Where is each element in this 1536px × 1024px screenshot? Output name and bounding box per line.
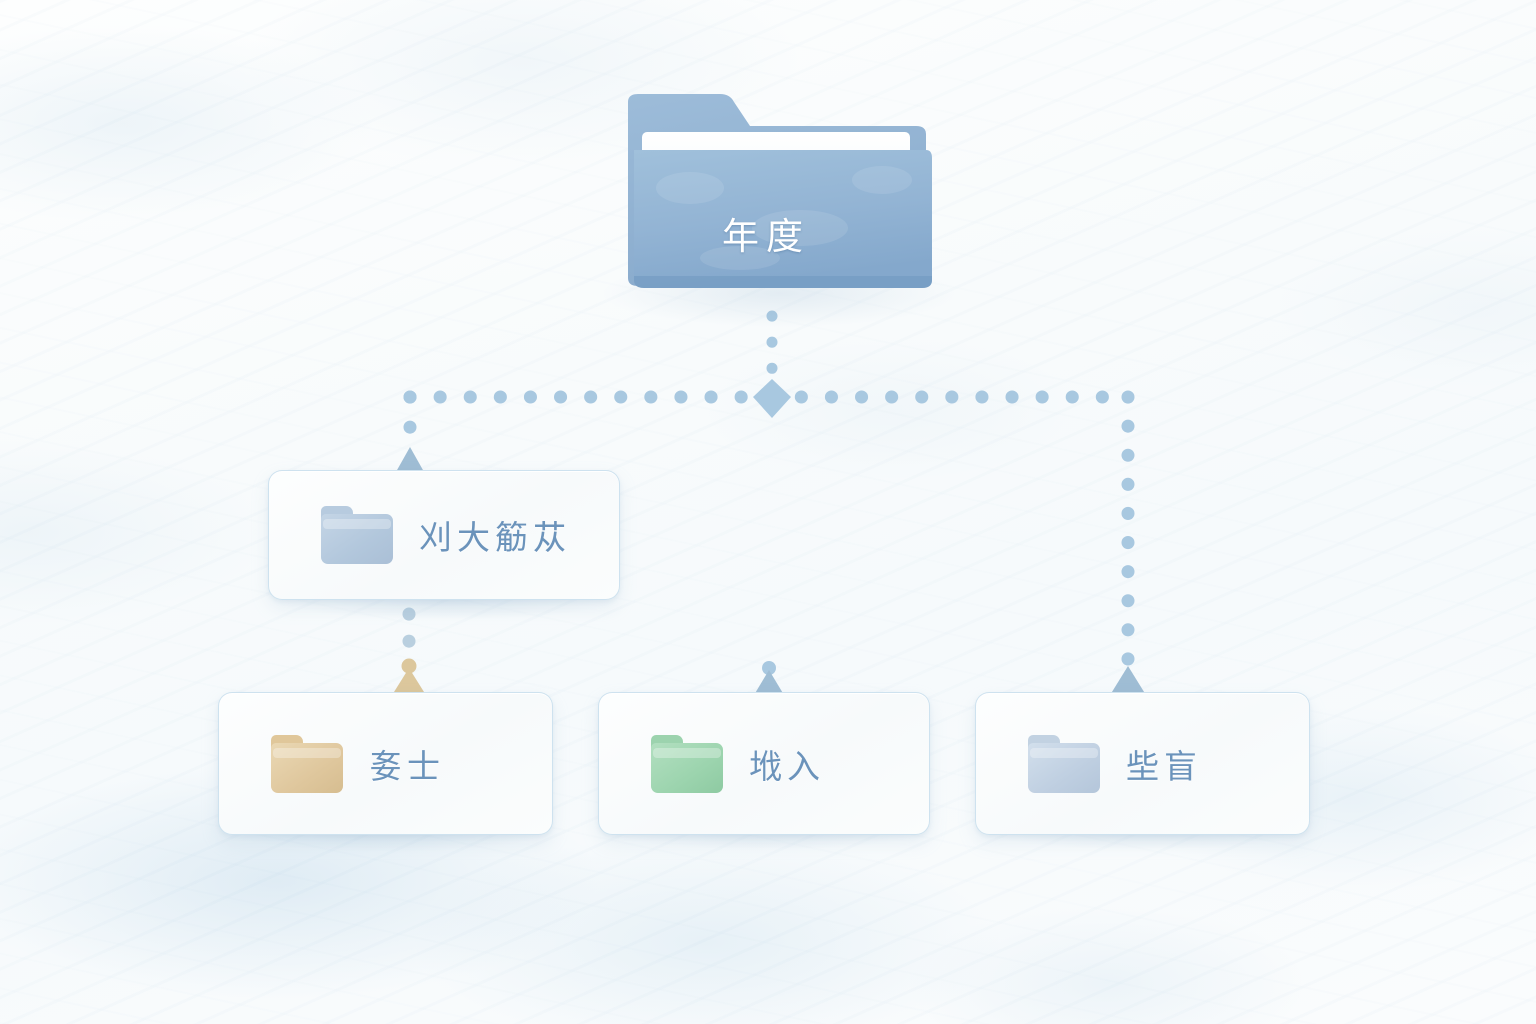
open-folder-icon <box>628 94 932 288</box>
folder-icon-4 <box>1028 734 1100 793</box>
node-label-4: 㘹盲 <box>1126 746 1202 786</box>
junction-diamond-marker <box>753 379 791 418</box>
root-folder-label: 年度 <box>722 215 810 258</box>
node-card-2[interactable]: 㚣士 <box>218 692 553 835</box>
connector-junction-to-node-1 <box>392 390 428 479</box>
node-card-4[interactable]: 㘹盲 <box>975 692 1310 835</box>
node-card-3[interactable]: 㘺入 <box>598 692 930 835</box>
folder-icon-3 <box>651 734 723 793</box>
folder-icon-1 <box>321 506 393 564</box>
node-label-1: 刈大䈥苁 <box>419 518 571 557</box>
root-folder-node[interactable]: 年度 <box>620 88 940 298</box>
node-card-1[interactable]: 刈大䈥苁 <box>268 470 620 600</box>
node-label-2: 㚣士 <box>369 746 445 786</box>
node-label-3: 㘺入 <box>749 746 825 786</box>
connector-junction-to-node-4 <box>1107 390 1149 700</box>
folder-icon-2 <box>271 734 343 793</box>
connector-node-1-to-node-2 <box>389 607 429 700</box>
